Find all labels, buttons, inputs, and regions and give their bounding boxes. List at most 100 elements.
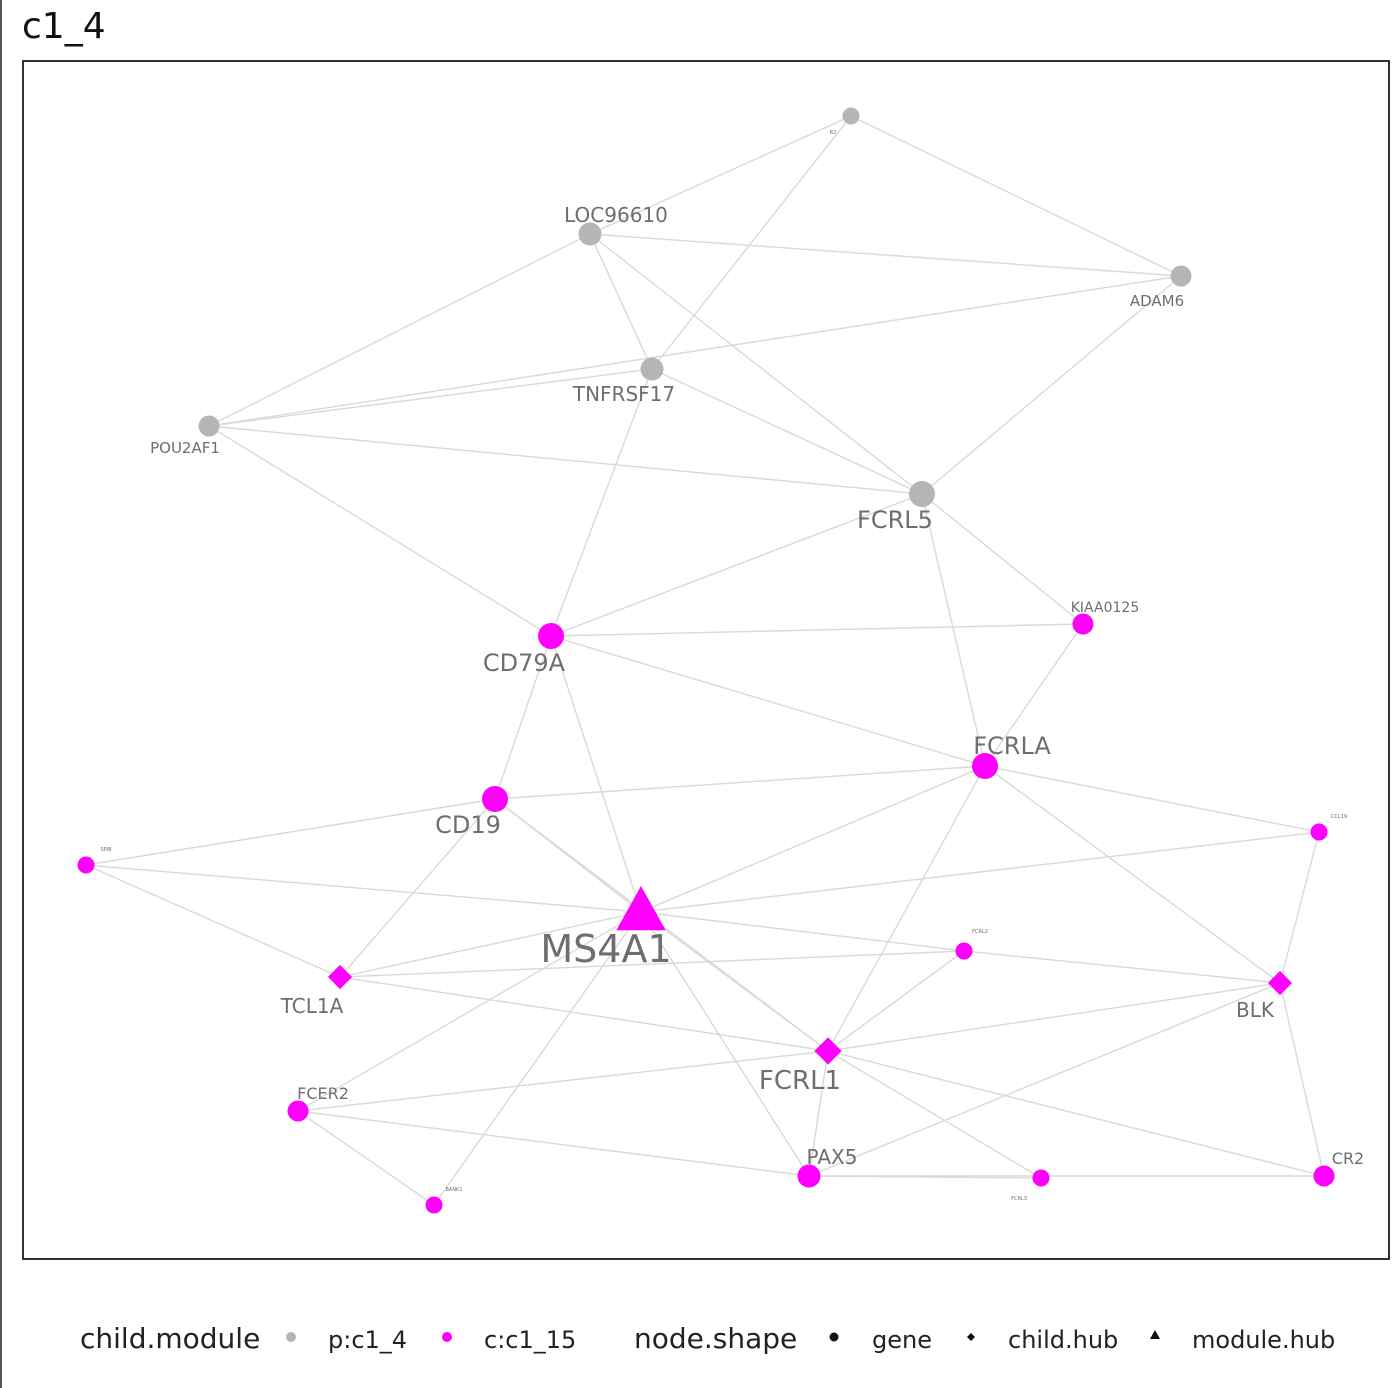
node-KIAA0125	[1072, 613, 1094, 635]
node-label-PAX5: PAX5	[807, 1145, 858, 1169]
edge-CD19-n_left	[85, 798, 496, 866]
edge-BLK-PAX5	[808, 982, 1281, 1177]
edge-POU2AF1-CD79A	[208, 425, 552, 637]
node-label-TNFRSF17: TNFRSF17	[572, 382, 675, 406]
node-FCRL1	[814, 1037, 842, 1065]
edge-TCL1A-n_mid	[339, 950, 965, 978]
edge-n_right-MS4A1	[640, 831, 1320, 913]
node-label-KIAA0125: KIAA0125	[1071, 600, 1139, 616]
node-FCRL5	[909, 481, 935, 507]
edge-KIAA0125-FCRLA	[984, 623, 1084, 767]
legend-item-child: c:c1_15	[484, 1326, 577, 1354]
node-label-MS4A1: MS4A1	[540, 927, 671, 971]
edge-TCL1A-FCRL1	[339, 976, 829, 1052]
edge-CD79A-KIAA0125	[550, 623, 1084, 637]
node-n_mid	[955, 942, 973, 960]
node-label-n_mid: FCRL2	[972, 929, 988, 935]
legend-item-child-hub: child.hub	[1008, 1326, 1119, 1354]
node-label-CR2: CR2	[1332, 1149, 1364, 1168]
plot-title: c1_4	[22, 6, 106, 47]
legend-key-parent	[286, 1332, 296, 1342]
node-MS4A1	[616, 886, 666, 931]
edge-n_top-LOC96610	[589, 115, 852, 235]
edge-CD19-TCL1A	[339, 798, 496, 978]
edge-n_top-TNFRSF17	[651, 115, 852, 370]
node-label-FCRL1: FCRL1	[759, 1066, 841, 1096]
node-label-BLK: BLK	[1236, 998, 1275, 1022]
legend-item-module-hub: module.hub	[1192, 1326, 1336, 1354]
node-n_right	[1310, 823, 1328, 841]
edge-FCRL1-n_bot2	[827, 1050, 1042, 1179]
edge-LOC96610-POU2AF1	[208, 233, 591, 427]
edge-n_mid-FCRL1	[827, 950, 965, 1052]
edge-FCRL5-CD79A	[550, 493, 923, 637]
edge-n_right-BLK	[1279, 831, 1320, 984]
edge-TNFRSF17-CD79A	[550, 368, 653, 637]
node-label-ADAM6: ADAM6	[1130, 292, 1184, 310]
edge-FCER2-n_bot1	[297, 1110, 435, 1206]
node-CD79A	[538, 623, 564, 649]
edge-FCRL1-CR2	[827, 1050, 1325, 1177]
edge-LOC96610-TNFRSF17	[589, 233, 653, 370]
edge-MS4A1-TCL1A	[339, 911, 642, 978]
node-CD19	[482, 786, 508, 812]
legend-key-child	[442, 1332, 452, 1342]
edge-BLK-FCRL1	[827, 982, 1281, 1052]
edge-FCRL5-FCRLA	[921, 493, 986, 767]
node-label-TCL1A: TCL1A	[280, 994, 344, 1018]
node-label-n_bot2: FCRL3	[1011, 1196, 1027, 1202]
node-label-FCRLA: FCRLA	[973, 732, 1051, 760]
edge-MS4A1-FCRL1	[640, 911, 829, 1052]
node-POU2AF1	[198, 415, 220, 437]
edge-CD79A-MS4A1	[550, 635, 642, 913]
edge-layer	[85, 115, 1325, 1206]
node-CR2	[1313, 1165, 1335, 1187]
edge-LOC96610-FCRL5	[589, 233, 923, 495]
edge-BLK-CR2	[1279, 982, 1325, 1177]
edge-FCRLA-n_right	[984, 765, 1320, 833]
node-label-CD19: CD19	[435, 811, 501, 839]
edge-TNFRSF17-FCRL5	[651, 368, 923, 495]
node-FCRLA	[972, 753, 998, 779]
edge-FCRL1-PAX5	[808, 1050, 829, 1177]
edge-ADAM6-FCRL5	[921, 275, 1182, 495]
edge-FCRLA-BLK	[984, 765, 1281, 984]
edge-FCRL1-FCER2	[297, 1050, 829, 1112]
legend-key-child-hub-diamond-icon	[967, 1333, 975, 1341]
legend-module-title: child.module	[80, 1322, 261, 1355]
node-label-CD79A: CD79A	[483, 649, 566, 677]
plot-panel-border	[22, 60, 1390, 1260]
edge-MS4A1-n_mid	[640, 911, 965, 952]
node-n_bot2	[1032, 1169, 1050, 1187]
edge-TNFRSF17-POU2AF1	[208, 368, 653, 427]
legend-item-parent: p:c1_4	[328, 1326, 408, 1354]
node-label-n_bot1: BANK1	[445, 1187, 462, 1193]
edge-LOC96610-ADAM6	[589, 233, 1182, 277]
edge-n_left-TCL1A	[85, 864, 341, 978]
node-PAX5	[797, 1164, 821, 1188]
node-TCL1A	[327, 964, 353, 990]
edge-CD79A-FCRLA	[550, 635, 986, 767]
legend-key-module-hub-triangle-icon	[1150, 1330, 1160, 1339]
left-border-rule	[0, 0, 2, 1388]
edge-ADAM6-POU2AF1	[208, 275, 1182, 427]
edge-n_mid-BLK	[963, 950, 1281, 984]
edge-n_top-ADAM6	[850, 115, 1182, 277]
label-layer: R2LOC96610ADAM6TNFRSF17POU2AF1FCRL5KIAA0…	[100, 130, 1364, 1202]
node-TNFRSF17	[640, 357, 664, 381]
node-label-POU2AF1: POU2AF1	[150, 439, 220, 457]
node-n_top	[842, 107, 860, 125]
legend-key-gene-circle-icon	[829, 1332, 839, 1342]
node-ADAM6	[1170, 265, 1192, 287]
edge-FCRL5-KIAA0125	[921, 493, 1084, 625]
edge-FCRLA-FCRL1	[827, 765, 986, 1052]
edge-FCRLA-CD19	[494, 765, 986, 800]
edge-n_left-MS4A1	[85, 864, 642, 913]
node-FCER2	[287, 1100, 309, 1122]
edge-MS4A1-FCER2	[297, 911, 642, 1112]
node-layer	[77, 107, 1335, 1214]
legend-shape-title: node.shape	[634, 1322, 798, 1355]
edge-CD79A-CD19	[494, 635, 552, 800]
edge-MS4A1-PAX5	[640, 911, 810, 1177]
edge-MS4A1-n_bot1	[433, 911, 642, 1206]
